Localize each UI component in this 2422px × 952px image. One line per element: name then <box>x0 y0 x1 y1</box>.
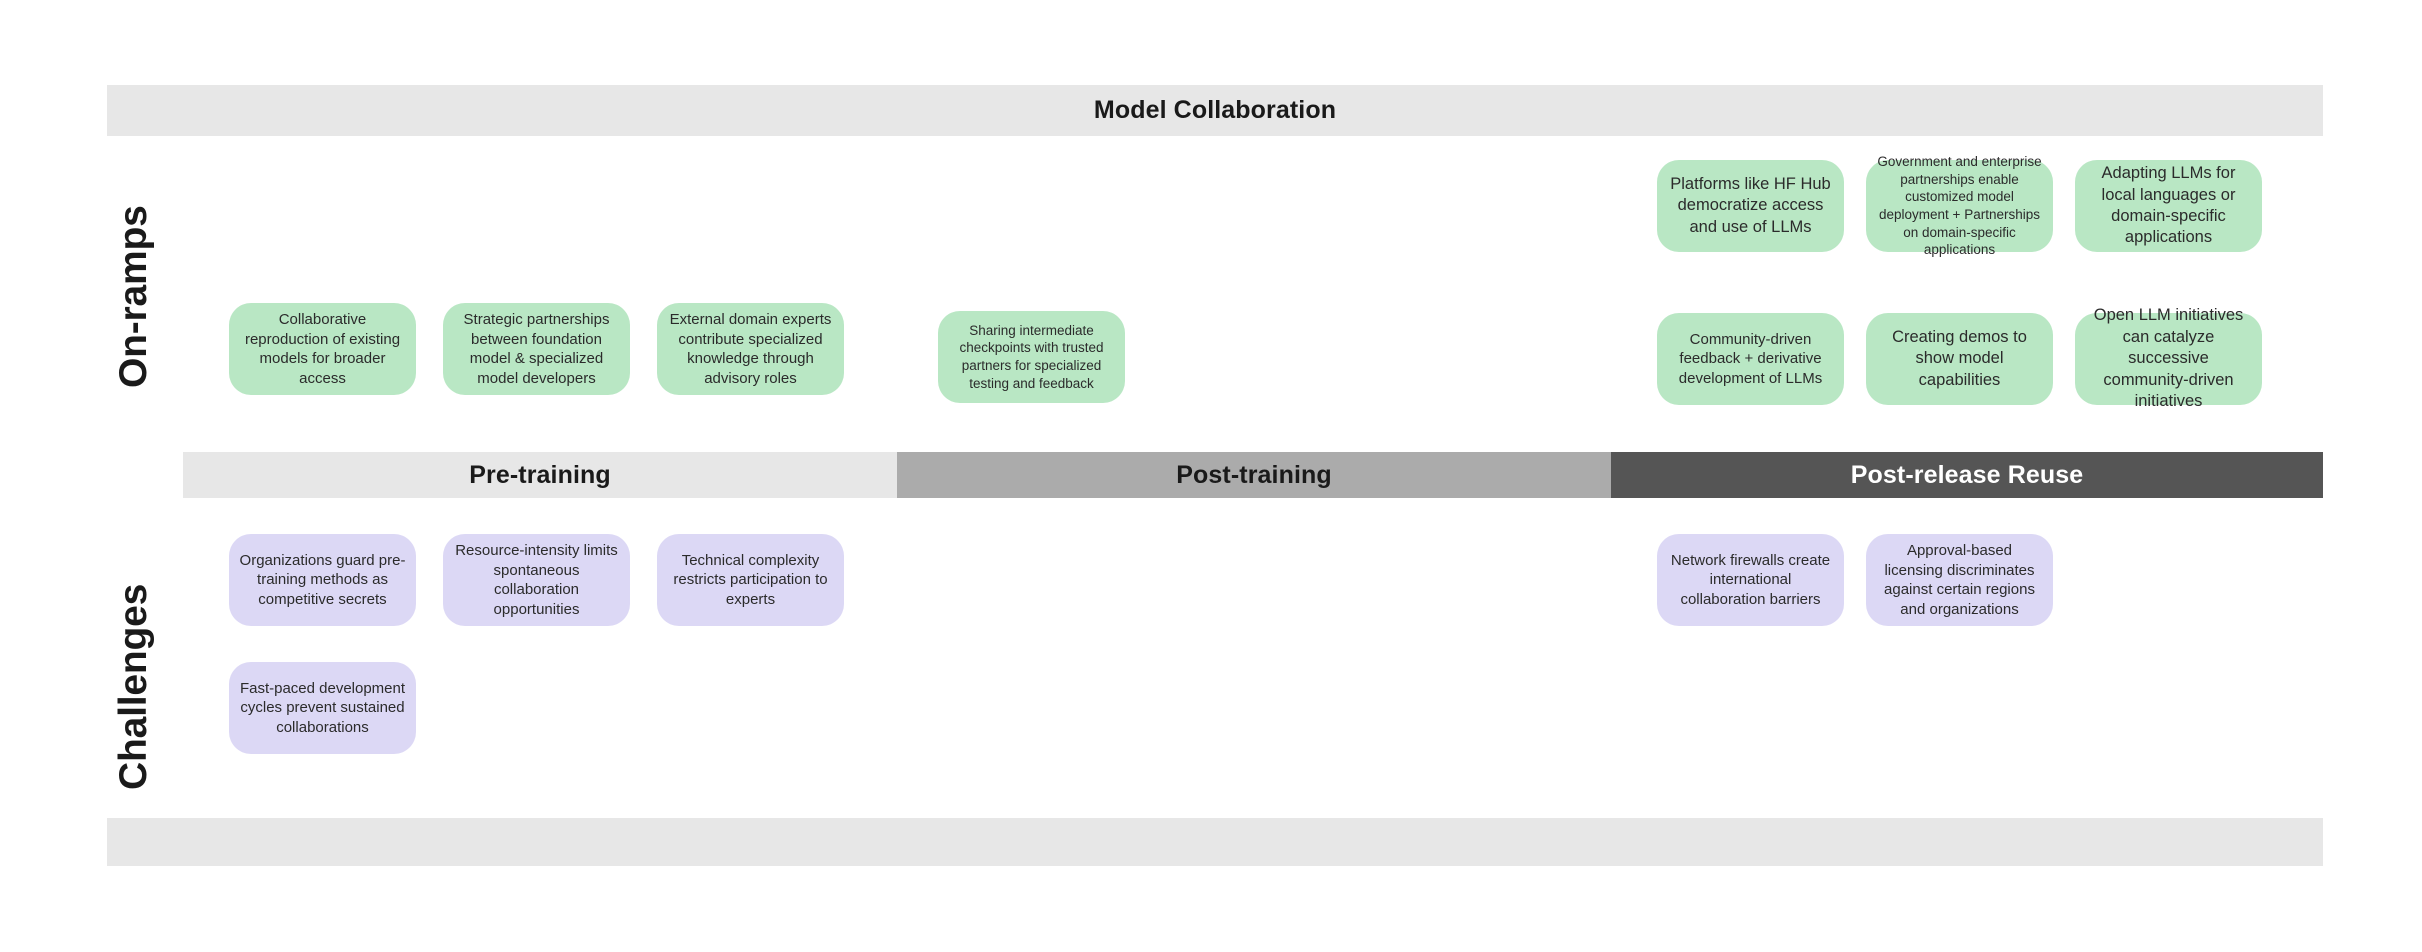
onramp-card-open-llm-initiatives[interactable]: Open LLM initiatives can catalyze succes… <box>2075 306 2262 410</box>
onramp-card-creating-demos[interactable]: Creating demos to show model capabilitie… <box>1866 313 2053 405</box>
card-text: Resource-intensity limits spontaneous co… <box>455 542 618 618</box>
card-text: External domain experts contribute speci… <box>669 311 832 387</box>
onramp-card-external-domain-experts[interactable]: External domain experts contribute speci… <box>657 303 844 395</box>
onramp-card-strategic-partnerships[interactable]: Strategic partnerships between foundatio… <box>443 303 630 395</box>
card-text: Government and enterprise partnerships e… <box>1877 154 2042 258</box>
phase-label: Pre-training <box>469 460 611 489</box>
card-text: Platforms like HF Hub democratize access… <box>1670 174 1831 236</box>
challenge-card-approval-licensing[interactable]: Approval-based licensing discriminates a… <box>1866 534 2053 626</box>
onramp-card-government-enterprise[interactable]: Government and enterprise partnerships e… <box>1866 154 2053 257</box>
card-text: Community-driven feedback + derivative d… <box>1678 330 1823 387</box>
footer-banner <box>107 818 2323 866</box>
card-text: Creating demos to show model capabilitie… <box>1892 327 2027 389</box>
card-text: Adapting LLMs for local languages or dom… <box>2101 164 2236 247</box>
challenge-card-resource-intensity[interactable]: Resource-intensity limits spontaneous co… <box>443 534 630 626</box>
card-text: Organizations guard pre-training methods… <box>239 551 406 608</box>
phase-segment-post-release-reuse[interactable]: Post-release Reuse <box>1611 452 2323 498</box>
phase-label: Post-release Reuse <box>1850 460 2084 489</box>
onramp-card-community-feedback[interactable]: Community-driven feedback + derivative d… <box>1657 313 1844 405</box>
card-text: Collaborative reproduction of existing m… <box>244 311 401 387</box>
phase-segment-post-training[interactable]: Post-training <box>897 452 1611 498</box>
challenge-card-organizations-guard[interactable]: Organizations guard pre-training methods… <box>229 534 416 626</box>
onramp-card-adapting-llms-local[interactable]: Adapting LLMs for local languages or dom… <box>2075 160 2262 252</box>
card-text: Network firewalls create international c… <box>1670 551 1831 608</box>
phase-bar: Pre-training Post-training Post-release … <box>183 452 2323 498</box>
row-label-onramps: On-ramps <box>112 205 155 388</box>
card-text: Open LLM initiatives can catalyze succes… <box>2093 306 2244 411</box>
row-label-challenges: Challenges <box>112 583 155 790</box>
phase-label: Post-training <box>1176 460 1332 489</box>
challenge-card-fast-paced-cycles[interactable]: Fast-paced development cycles prevent su… <box>229 662 416 754</box>
card-text: Strategic partnerships between foundatio… <box>463 311 610 387</box>
onramp-card-collaborative-reproduction[interactable]: Collaborative reproduction of existing m… <box>229 303 416 395</box>
card-text: Technical complexity restricts participa… <box>673 551 828 608</box>
onramp-card-hf-hub-platforms[interactable]: Platforms like HF Hub democratize access… <box>1657 160 1844 252</box>
challenge-card-network-firewalls[interactable]: Network firewalls create international c… <box>1657 534 1844 626</box>
phase-segment-pre-training[interactable]: Pre-training <box>183 452 897 498</box>
header-banner: Model Collaboration <box>107 85 2323 136</box>
card-text: Sharing intermediate checkpoints with tr… <box>959 322 1104 391</box>
page-title: Model Collaboration <box>1093 96 1337 124</box>
card-text: Approval-based licensing discriminates a… <box>1884 542 2035 618</box>
onramp-card-sharing-checkpoints[interactable]: Sharing intermediate checkpoints with tr… <box>938 311 1125 403</box>
challenge-card-technical-complexity[interactable]: Technical complexity restricts participa… <box>657 534 844 626</box>
card-text: Fast-paced development cycles prevent su… <box>239 679 406 736</box>
